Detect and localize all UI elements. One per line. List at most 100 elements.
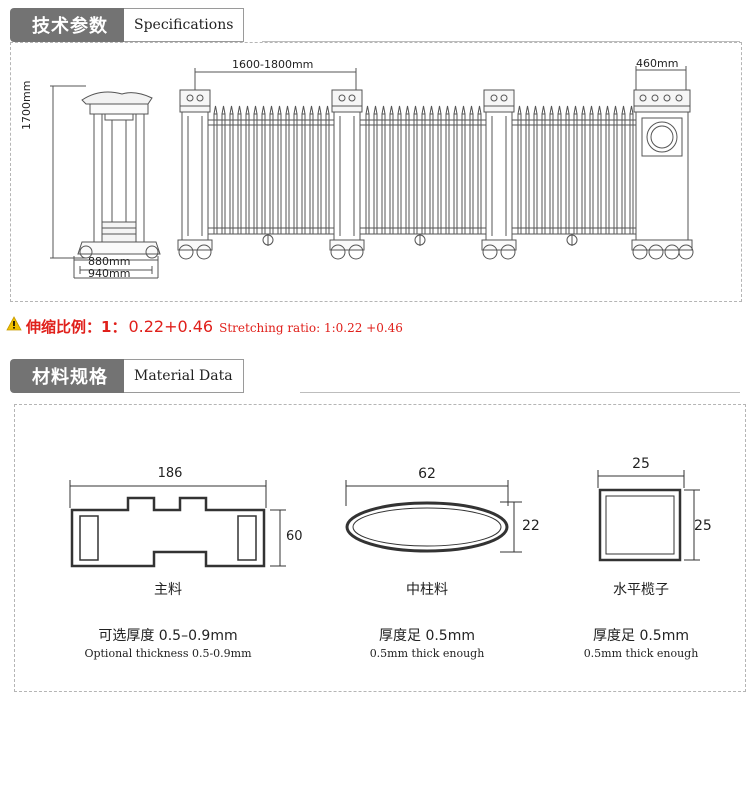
middle-height-label: 22 (522, 518, 540, 534)
fence-spike (461, 105, 466, 115)
fence-bar (373, 113, 378, 235)
square-desc-en: 0.5mm thick enough (583, 647, 699, 660)
fence-bar (597, 113, 602, 235)
fence-spike (373, 105, 378, 115)
fence-bar (221, 113, 226, 235)
fence-spike (613, 105, 618, 115)
fence-spike (413, 105, 418, 115)
fence-bar (445, 113, 450, 235)
main-desc-en: Optional thickness 0.5-0.9mm (84, 647, 252, 660)
fence-bar (557, 113, 562, 235)
fence-spike (437, 105, 442, 115)
fence-bar (381, 113, 386, 235)
fence-bar (565, 113, 570, 235)
fence-bar (549, 113, 554, 235)
fence-bar (269, 113, 274, 235)
warning-icon (6, 316, 22, 331)
fence-spike (541, 105, 546, 115)
main-height-label: 60 (286, 529, 303, 544)
middle-profile-shape (345, 480, 522, 553)
material-title-en: Material Data (124, 359, 244, 393)
middle-width-label: 62 (418, 466, 436, 482)
fence-bar (517, 113, 522, 235)
middle-desc-zh: 厚度足 0.5mm (379, 628, 475, 644)
fence-bar (293, 113, 298, 235)
fence-spike (469, 105, 474, 115)
material-header-rule (300, 392, 740, 393)
fence-spike (405, 105, 410, 115)
fence-bar (285, 113, 290, 235)
fence-bar (317, 113, 322, 235)
square-profile-name: 水平榄子 (613, 582, 669, 598)
dim-outer-width-label: 940mm (88, 267, 131, 280)
fence-spike (221, 105, 226, 115)
fence-spike (269, 105, 274, 115)
material-panel (14, 404, 746, 692)
fence-spike (381, 105, 386, 115)
spec-title-en: Specifications (124, 8, 245, 42)
square-desc-zh: 厚度足 0.5mm (593, 628, 689, 644)
fence-spike (245, 105, 250, 115)
fence-bar (621, 113, 626, 235)
fence-spike (213, 105, 218, 115)
fence-bar (309, 113, 314, 235)
square-width-label: 25 (632, 456, 650, 472)
ratio-value: 0.22+0.46 (128, 317, 214, 336)
middle-desc-en: 0.5mm thick enough (369, 647, 485, 660)
material-section-header: 材料规格 Material Data (10, 359, 244, 393)
fence-bar (237, 113, 242, 235)
fence-bar (581, 113, 586, 235)
square-height-label: 25 (694, 518, 712, 534)
fence-spike (277, 105, 282, 115)
dim-inner-width-label: 880mm (88, 255, 131, 268)
fence-spike (549, 105, 554, 115)
fence-spike (389, 105, 394, 115)
material-title-zh: 材料规格 (10, 359, 124, 393)
fence-bar (605, 113, 610, 235)
fence-bar (213, 113, 218, 235)
fence-spike (621, 105, 626, 115)
fence-bar (301, 113, 306, 235)
fence-spike (365, 105, 370, 115)
fence-bar (541, 113, 546, 235)
fence-bar (589, 113, 594, 235)
ratio-label-en: Stretching ratio: 1:0.22 +0.46 (219, 321, 403, 335)
fence-spike (261, 105, 266, 115)
fence-bar (253, 113, 258, 235)
square-profile-shape (597, 470, 700, 562)
fence-spike (629, 105, 634, 115)
gate-drawing (50, 66, 694, 279)
fence-bar (533, 113, 538, 235)
fence-spike (429, 105, 434, 115)
fence-spike (237, 105, 242, 115)
fence-bar (469, 113, 474, 235)
fence-spike (309, 105, 314, 115)
spec-panel (10, 42, 742, 302)
fence-spike (253, 105, 258, 115)
fence-spike (557, 105, 562, 115)
fence-spike (421, 105, 426, 115)
fence-spike (317, 105, 322, 115)
spec-header-rule (262, 41, 740, 42)
fence-spike (525, 105, 530, 115)
dim-span-label: 1600-1800mm (232, 58, 314, 71)
fence-bar (229, 113, 234, 235)
ratio-label-zh: 伸缩比例：1： (26, 318, 127, 336)
fence-spike (477, 105, 482, 115)
main-profile-shape (69, 480, 286, 568)
fence-spike (301, 105, 306, 115)
main-width-label: 186 (157, 466, 183, 481)
fence-spike (285, 105, 290, 115)
fence-spike (605, 105, 610, 115)
spec-section-header: 技术参数 Specifications (10, 8, 245, 42)
fence-spike (565, 105, 570, 115)
fence-spike (397, 105, 402, 115)
fence-spike (445, 105, 450, 115)
fence-spike (589, 105, 594, 115)
fence-bar (277, 113, 282, 235)
fence-bar (397, 113, 402, 235)
fence-spike (229, 105, 234, 115)
fence-spike (325, 105, 330, 115)
fence-spike (573, 105, 578, 115)
